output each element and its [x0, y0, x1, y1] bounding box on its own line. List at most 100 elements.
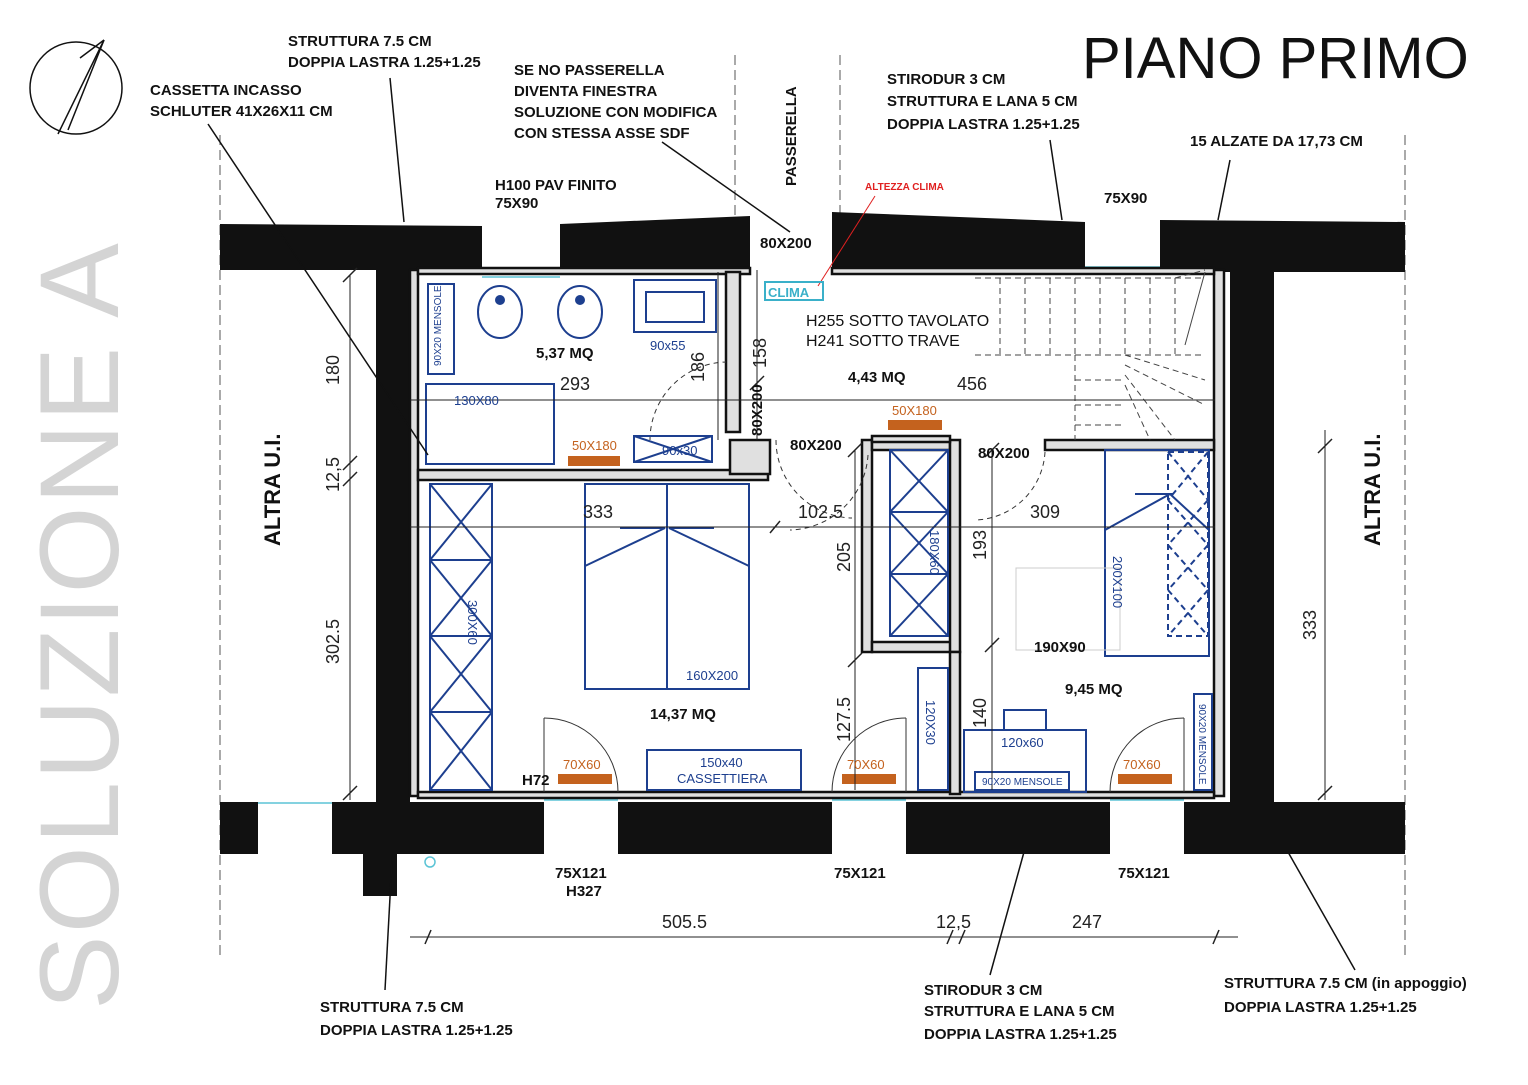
label-door-bath-2: 80X200 — [790, 437, 842, 454]
dim-12-5-bottom: 12,5 — [936, 912, 971, 932]
radiator-labels: 50X180 50X180 70X60 70X60 70X60 — [563, 403, 1161, 772]
dim-12-5-left: 12,5 — [323, 457, 343, 492]
bedroom2-furniture — [963, 449, 1213, 793]
window-bottom-3: 75X121 — [1118, 865, 1170, 882]
note-h100-2: 75X90 — [495, 195, 538, 212]
clima-label: CLIMA — [768, 285, 810, 300]
label-desk: 120x60 — [1001, 735, 1044, 750]
bunk-storage — [1167, 451, 1209, 637]
label-shelf-bath: 90x30 — [662, 443, 697, 458]
drain-icon — [424, 856, 436, 868]
window-bottom-1a: 75X121 — [555, 865, 607, 882]
dim-333-right: 333 — [1300, 610, 1320, 640]
label-radiator-master: 70X60 — [563, 757, 601, 772]
label-mensole-left: 90X20 MENSOLE — [433, 285, 444, 366]
toilet-icon — [557, 285, 603, 339]
right-unit-label: ALTRA U.I. — [1360, 434, 1385, 546]
room-areas: 5,37 MQ 4,43 MQ 14,37 MQ 9,45 MQ — [536, 345, 1123, 723]
dimension-ticks — [342, 267, 1333, 945]
shelf-bath — [633, 435, 713, 463]
stair-arrow — [1184, 271, 1206, 346]
note-stirodur-top-1: STIRODUR 3 CM — [887, 71, 1005, 88]
page-title: PIANO PRIMO — [1082, 26, 1469, 91]
door-labels: 80X200 80X200 80X200 — [749, 384, 1030, 462]
dim-205: 205 — [834, 542, 854, 572]
dimension-labels: 180 12,5 302.5 293 186 158 456 333 102.5… — [323, 338, 1320, 932]
interior-walls — [408, 266, 1226, 800]
cabinet-mid — [917, 667, 949, 791]
leader-lines — [207, 77, 1356, 991]
note-stirodur-bot-3: DOPPIA LASTRA 1.25+1.25 — [924, 1026, 1117, 1043]
note-h100-1: H100 PAV FINITO — [495, 177, 617, 194]
note-cassetta-1: CASSETTA INCASSO — [150, 82, 302, 99]
label-radiator-right: 70X60 — [1123, 757, 1161, 772]
single-bed-icon — [1015, 567, 1121, 651]
dim-193: 193 — [970, 530, 990, 560]
dim-102-5: 102.5 — [798, 502, 843, 522]
label-double-bed: 160X200 — [686, 668, 738, 683]
note-stirodur-top-3: DOPPIA LASTRA 1.25+1.25 — [887, 116, 1080, 133]
label-mensole-right: 90X20 MENSOLE — [1196, 704, 1207, 785]
note-stirodur-bot-1: STIRODUR 3 CM — [924, 982, 1042, 999]
note-struttura-bl-2: DOPPIA LASTRA 1.25+1.25 — [320, 1022, 513, 1039]
dim-247: 247 — [1072, 912, 1102, 932]
dim-158: 158 — [750, 338, 770, 368]
area-bath: 5,37 MQ — [536, 345, 594, 362]
note-struttura-bl-1: STRUTTURA 7.5 CM — [320, 999, 464, 1016]
note-altezza-clima: ALTEZZA CLIMA — [865, 182, 944, 193]
note-passerella: PASSERELLA — [783, 86, 800, 186]
note-stirodur-top-2: STRUTTURA E LANA 5 CM — [887, 93, 1078, 110]
left-unit-label: ALTRA U.I. — [260, 434, 285, 546]
reference-lines — [219, 55, 1406, 960]
desk-chair — [1003, 709, 1047, 731]
label-mensole-bottom: 90X20 MENSOLE — [982, 777, 1063, 788]
closet-mid — [889, 449, 949, 637]
clima-unit — [764, 281, 824, 301]
master-furniture — [429, 483, 802, 791]
bunk-bed-icon — [1104, 449, 1210, 657]
dim-333-top: 333 — [583, 502, 613, 522]
label-bunk-bed: 200X100 — [1110, 556, 1125, 608]
dim-140: 140 — [970, 698, 990, 728]
dimension-lines — [349, 270, 1326, 938]
note-cassetta-2: SCHLUTER 41X26X11 CM — [150, 103, 333, 120]
shelf-bottom — [974, 771, 1070, 791]
note-h72: H72 — [522, 772, 550, 789]
note-passerella-4: CON STESSA ASSE SDF — [514, 125, 690, 142]
label-radiator-hall: 50X180 — [892, 403, 937, 418]
window-top-right: 75X90 — [1104, 190, 1147, 207]
bathtub-icon — [633, 279, 717, 333]
annotations: STRUTTURA 7.5 CM DOPPIA LASTRA 1.25+1.25… — [150, 33, 1467, 1043]
label-closet-mid: 180X60 — [927, 530, 942, 575]
middle-furniture — [889, 449, 949, 791]
note-passerella-2: DIVENTA FINESTRA — [514, 83, 658, 100]
note-struttura-top-2: DOPPIA LASTRA 1.25+1.25 — [288, 54, 481, 71]
dresser — [646, 749, 802, 791]
door-top-80x200: 80X200 — [760, 235, 812, 252]
label-single-bed: 190X90 — [1034, 639, 1086, 656]
note-h255: H255 SOTTO TAVOLATO — [806, 313, 989, 330]
radiators — [558, 420, 1172, 784]
dim-505-5: 505.5 — [662, 912, 707, 932]
area-hall: 4,43 MQ — [848, 369, 906, 386]
label-wardrobe-left: 300X60 — [465, 600, 480, 645]
bidet-icon — [477, 285, 523, 339]
north-arrow-icon — [29, 39, 123, 135]
dim-293: 293 — [560, 374, 590, 394]
staircase — [975, 269, 1206, 441]
dim-186: 186 — [688, 352, 708, 382]
window-bottom-1b: H327 — [566, 883, 602, 900]
shelf-left — [427, 283, 455, 375]
note-struttura-br-2: DOPPIA LASTRA 1.25+1.25 — [1224, 999, 1417, 1016]
window-bottom-2: 75X121 — [834, 865, 886, 882]
dim-302-5: 302.5 — [323, 619, 343, 664]
dim-309: 309 — [1030, 502, 1060, 522]
note-struttura-top-1: STRUTTURA 7.5 CM — [288, 33, 432, 50]
label-door-master: 80X200 — [978, 445, 1030, 462]
area-master: 14,37 MQ — [650, 706, 716, 723]
label-shower: 130X80 — [454, 393, 499, 408]
dim-127-5: 127.5 — [834, 697, 854, 742]
label-radiator-mid: 70X60 — [847, 757, 885, 772]
